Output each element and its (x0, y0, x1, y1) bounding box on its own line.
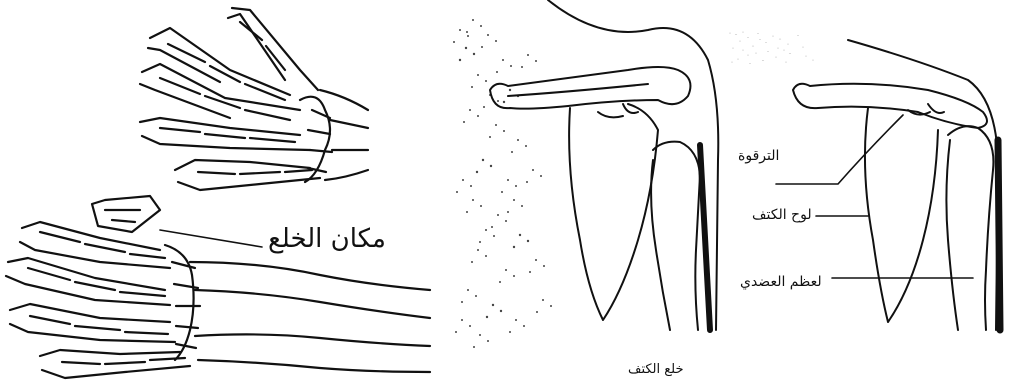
scapula-label: لوح الكتف (752, 207, 812, 223)
upper-hand-illustration (140, 8, 368, 190)
dislocated-shoulder-illustration (490, 0, 718, 330)
humerus-label: لعظم العضدي (740, 274, 822, 290)
shoulder-dislocation-caption: خلع الكتف (628, 362, 684, 377)
shoulder-illustration-panel (448, 0, 1009, 385)
hands-illustration-panel (0, 0, 440, 385)
dislocation-site-label: مكان الخلع (268, 224, 386, 254)
normal-shoulder-illustration (793, 40, 1000, 330)
hand-skeleton-drawing (0, 0, 440, 385)
shoulder-skeleton-drawing (448, 0, 1009, 385)
clavicle-label: الترقوة (738, 148, 779, 164)
